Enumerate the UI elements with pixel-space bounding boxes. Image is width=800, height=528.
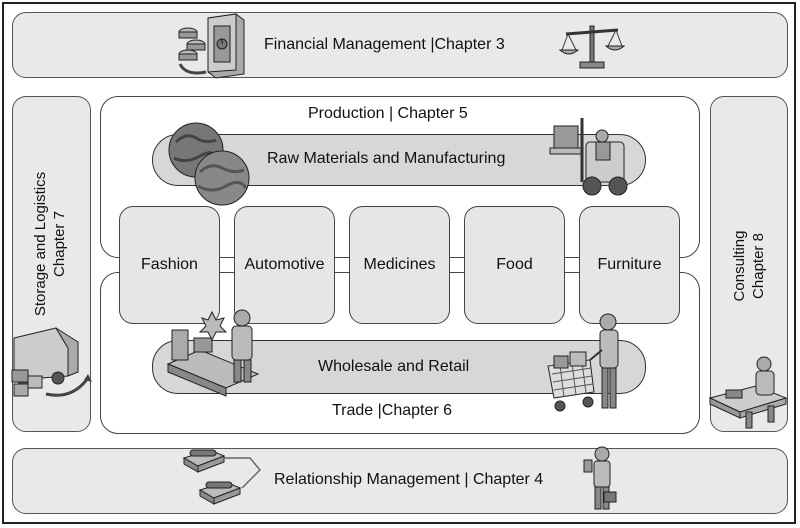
- forklift-icon: [549, 118, 628, 196]
- sector-card-medicines: Medicines: [349, 206, 450, 324]
- trade-label: Trade |Chapter 6: [332, 402, 453, 419]
- sector-label: Food: [496, 256, 533, 273]
- wholesale-retail-label: Wholesale and Retail: [318, 358, 470, 375]
- raw-materials-label: Raw Materials and Manufacturing: [267, 150, 506, 167]
- storage-logistics-chapter: Chapter 7: [51, 211, 68, 277]
- shopping-cart-icon: [547, 313, 619, 412]
- consulting-panel: [710, 96, 788, 432]
- globe-icon: [168, 122, 250, 206]
- conveyor-worker-icon: [166, 309, 260, 397]
- scales-icon: [558, 25, 626, 69]
- consulting-chapter: Chapter 8: [750, 233, 767, 299]
- sector-connector: [563, 257, 581, 273]
- truck-icon: [11, 327, 92, 397]
- sector-card-food: Food: [464, 206, 565, 324]
- desk-worker-icon: [708, 356, 788, 429]
- production-label: Production | Chapter 5: [308, 105, 468, 122]
- sector-label: Furniture: [597, 256, 662, 273]
- sector-label: Fashion: [141, 256, 198, 273]
- sector-connector: [218, 257, 236, 273]
- sector-card-furniture: Furniture: [579, 206, 680, 324]
- sector-label: Automotive: [244, 256, 325, 273]
- sector-label: Medicines: [363, 256, 436, 273]
- safe-icon: [207, 13, 245, 79]
- sector-card-automotive: Automotive: [234, 206, 335, 324]
- storage-logistics-panel: [12, 96, 91, 432]
- coins-icon: [178, 27, 207, 75]
- businessman-icon: [583, 446, 617, 510]
- sector-connector: [333, 257, 351, 273]
- telephone-icon: [182, 449, 262, 505]
- sector-card-fashion: Fashion: [119, 206, 220, 324]
- consulting-label: Consulting Chapter 8: [730, 206, 768, 326]
- relationship-management-label: Relationship Management | Chapter 4: [274, 471, 544, 488]
- consulting-title: Consulting: [731, 230, 748, 302]
- relationship-management-band: [12, 448, 788, 514]
- sector-connector: [448, 257, 466, 273]
- storage-logistics-title: Storage and Logistics: [32, 171, 49, 317]
- storage-logistics-label: Storage and Logistics Chapter 7: [31, 164, 69, 324]
- financial-management-label: Financial Management |Chapter 3: [264, 36, 505, 53]
- financial-management-band: [12, 12, 788, 78]
